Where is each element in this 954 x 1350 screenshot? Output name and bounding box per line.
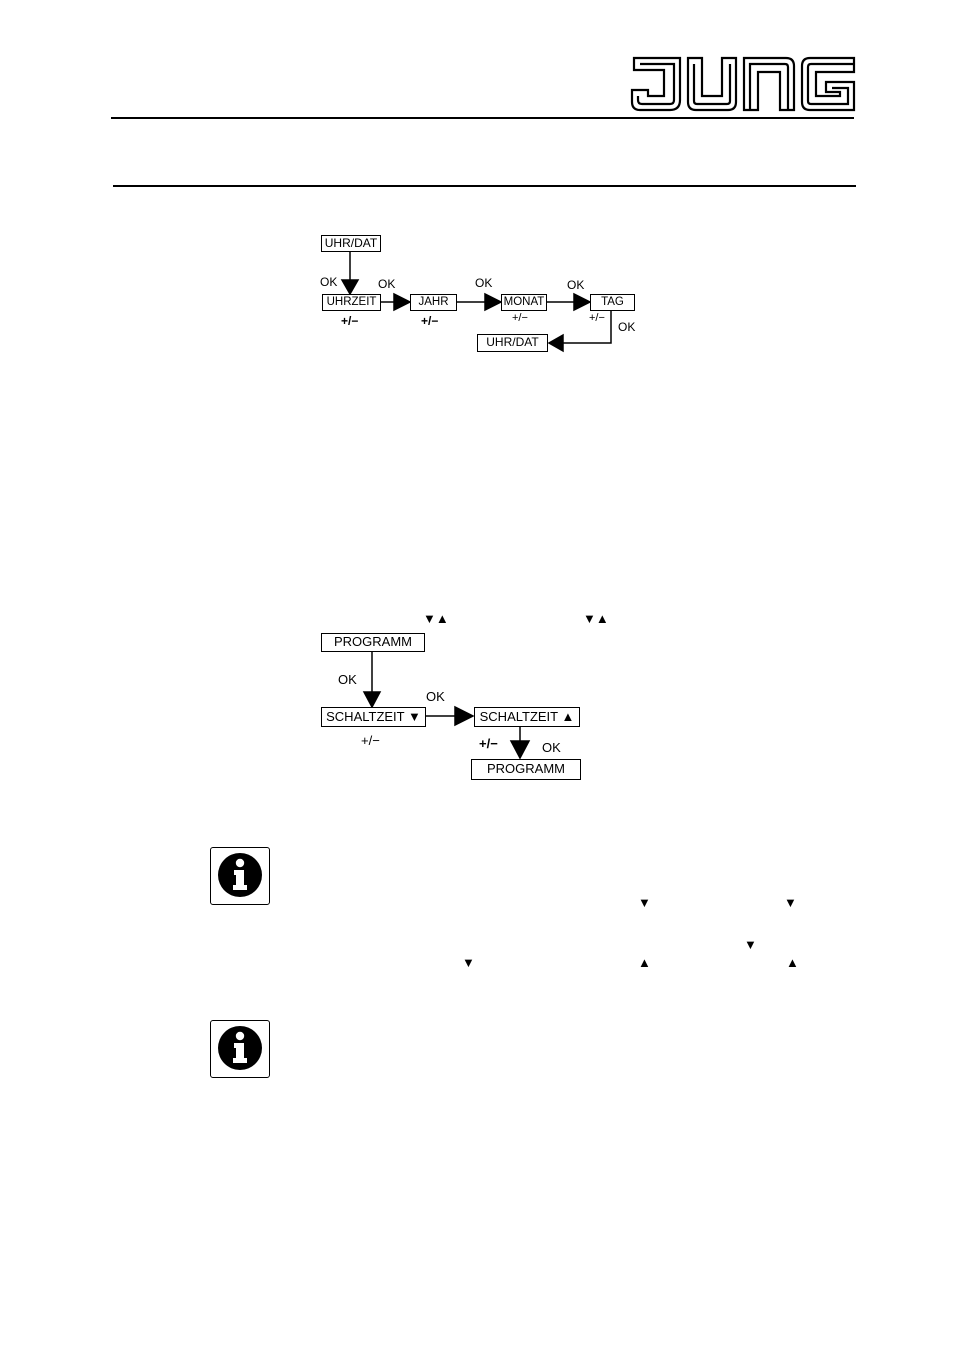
monat-box: MONAT — [501, 294, 547, 311]
down-triangle-1: ▼ — [638, 895, 651, 910]
schaltzeit-down-box: SCHALTZEIT ▼ — [321, 707, 426, 727]
uhr-dat-end-box: UHR/DAT — [477, 334, 548, 352]
ok-label-6: OK — [338, 672, 357, 687]
ok-label-7: OK — [426, 689, 445, 704]
info-icon-glyph — [218, 853, 262, 897]
info-icon-glyph — [218, 1026, 262, 1070]
programm-end-box: PROGRAMM — [471, 759, 581, 780]
info-icon — [210, 847, 270, 905]
legend-arrows-2: ▼▲ — [583, 611, 609, 626]
ok-label-8: OK — [542, 740, 561, 755]
adjust-label-2: +/− — [421, 314, 439, 328]
adjust-label-5: +/− — [361, 733, 380, 748]
ok-label-5: OK — [618, 320, 636, 334]
section-rule — [113, 185, 856, 187]
jahr-box: JAHR — [410, 294, 457, 311]
ok-label-2: OK — [378, 277, 396, 291]
ok-label-1: OK — [320, 275, 338, 289]
ok-label-4: OK — [567, 278, 585, 292]
down-triangle-3: ▼ — [744, 937, 757, 952]
tag-box: TAG — [590, 294, 635, 311]
info-icon — [210, 1020, 270, 1078]
schaltzeit-up-box: SCHALTZEIT ▲ — [474, 707, 580, 727]
program-flow-connectors — [362, 651, 531, 760]
legend-arrows-1: ▼▲ — [423, 611, 449, 626]
adjust-label-3: +/− — [512, 312, 528, 324]
uhr-dat-start-box: UHR/DAT — [321, 235, 381, 252]
down-triangle-2: ▼ — [784, 895, 797, 910]
uhrzeit-box: UHRZEIT — [322, 294, 381, 311]
clock-date-flow-connectors — [340, 251, 612, 353]
up-triangle-2: ▲ — [786, 955, 799, 970]
jung-logo — [630, 56, 856, 112]
adjust-label-1: +/− — [341, 314, 359, 328]
up-triangle-1: ▲ — [638, 955, 651, 970]
adjust-label-4: +/− — [589, 312, 605, 324]
adjust-label-6: +/− — [479, 736, 498, 751]
header-rule — [111, 117, 854, 119]
down-triangle-4: ▼ — [462, 955, 475, 970]
ok-label-3: OK — [475, 276, 493, 290]
programm-start-box: PROGRAMM — [321, 633, 425, 652]
